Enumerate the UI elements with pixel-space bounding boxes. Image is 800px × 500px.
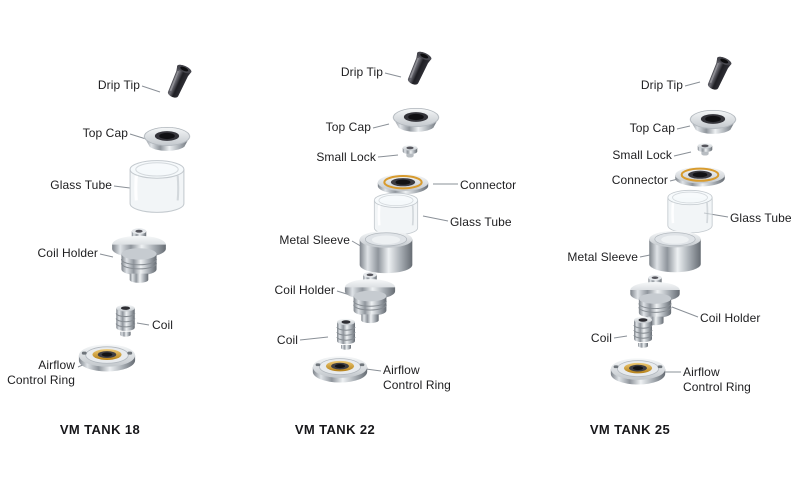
drip-tip-illustration bbox=[393, 42, 443, 98]
drip-tip-illustration bbox=[693, 47, 743, 103]
part-label-small-lock: Small Lock bbox=[316, 150, 376, 164]
diagram-title: VM TANK 18 bbox=[59, 422, 141, 437]
part-label-top-cap: Top Cap bbox=[82, 126, 128, 140]
part-label-airflow-control-ring: Airflow Control Ring bbox=[683, 365, 751, 394]
top-cap-illustration bbox=[390, 105, 442, 135]
glass-tube-illustration bbox=[127, 159, 187, 215]
top-cap-illustration bbox=[141, 124, 193, 154]
small-lock-illustration bbox=[400, 143, 420, 160]
part-label-coil: Coil bbox=[152, 318, 174, 332]
part-label-drip-tip: Drip Tip bbox=[640, 78, 683, 92]
top-cap-illustration bbox=[687, 107, 739, 137]
part-label-airflow-control-ring: Airflow Control Ring bbox=[383, 363, 451, 392]
part-label-coil: Coil bbox=[590, 331, 612, 345]
coil-illustration bbox=[112, 303, 139, 340]
part-label-connector: Connector bbox=[611, 173, 668, 187]
part-label-top-cap: Top Cap bbox=[629, 121, 675, 135]
part-label-airflow-control-ring: Airflow Control Ring bbox=[7, 358, 75, 387]
part-label-connector: Connector bbox=[460, 178, 517, 192]
part-label-metal-sleeve: Metal Sleeve bbox=[567, 250, 638, 264]
part-label-small-lock: Small Lock bbox=[612, 148, 672, 162]
diagram-title: VM TANK 25 bbox=[589, 422, 671, 437]
part-label-coil-holder: Coil Holder bbox=[37, 246, 98, 260]
small-lock-illustration bbox=[695, 141, 715, 158]
part-label-coil-holder: Coil Holder bbox=[274, 283, 335, 297]
part-label-coil-holder: Coil Holder bbox=[700, 311, 761, 325]
part-label-glass-tube: Glass Tube bbox=[730, 211, 792, 225]
airflow-control-ring-illustration bbox=[76, 338, 138, 375]
part-label-glass-tube: Glass Tube bbox=[450, 215, 512, 229]
drip-tip-illustration bbox=[153, 55, 203, 111]
part-label-drip-tip: Drip Tip bbox=[340, 65, 383, 79]
diagram-vm-tank-25: Drip Tip Top Cap Small Lock Connector Gl… bbox=[534, 0, 800, 500]
coil-holder-illustration bbox=[109, 225, 169, 287]
airflow-control-ring-illustration bbox=[310, 350, 370, 386]
metal-sleeve-illustration bbox=[645, 229, 705, 275]
coil-illustration bbox=[333, 317, 359, 353]
connector-illustration bbox=[672, 165, 728, 187]
diagram-vm-tank-18: Drip Tip Top Cap Glass Tube Coil Holder … bbox=[0, 0, 266, 500]
part-label-metal-sleeve: Metal Sleeve bbox=[279, 233, 350, 247]
part-label-glass-tube: Glass Tube bbox=[50, 178, 112, 192]
part-label-drip-tip: Drip Tip bbox=[97, 78, 140, 92]
diagram-title: VM TANK 22 bbox=[294, 422, 376, 437]
part-label-coil: Coil bbox=[276, 333, 298, 347]
coil-illustration bbox=[630, 315, 656, 351]
part-label-top-cap: Top Cap bbox=[325, 120, 371, 134]
airflow-control-ring-illustration bbox=[608, 352, 668, 388]
diagram-vm-tank-22: Drip Tip Top Cap Small Lock Connector Gl… bbox=[268, 0, 534, 500]
